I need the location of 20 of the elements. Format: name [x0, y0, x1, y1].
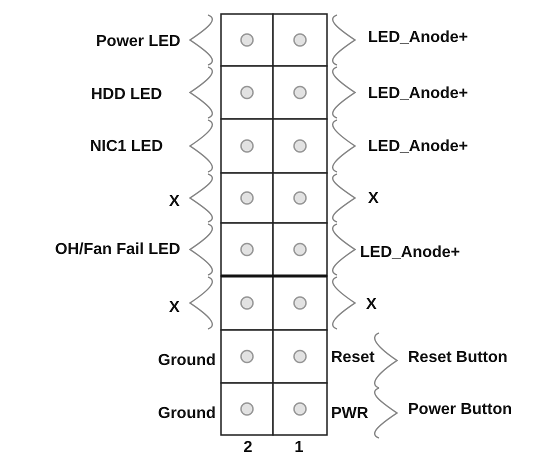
- pin-label: LED_Anode+: [368, 30, 468, 46]
- pin-label: X: [366, 297, 377, 313]
- pin-label: Power LED: [96, 34, 180, 50]
- pin-label: Ground: [158, 353, 216, 369]
- pin-label: NIC1 LED: [90, 139, 163, 155]
- pin-number: 1: [294, 440, 304, 456]
- pin-label: PWR: [331, 406, 368, 422]
- pin-label: X: [368, 191, 379, 207]
- pin-label: Ground: [158, 406, 216, 422]
- pin-label: HDD LED: [91, 87, 162, 103]
- pin-label: X: [169, 194, 180, 210]
- pin-label: Reset Button: [408, 350, 508, 366]
- pin-label: OH/Fan Fail LED: [55, 242, 180, 258]
- pin-label: LED_Anode+: [360, 245, 460, 261]
- pin-number: 2: [244, 440, 252, 456]
- pin-label: LED_Anode+: [368, 86, 468, 102]
- pin-label: Power Button: [408, 402, 512, 418]
- pin-label: Reset: [331, 350, 375, 366]
- pin-label: LED_Anode+: [368, 139, 468, 155]
- pin-label: X: [169, 300, 180, 316]
